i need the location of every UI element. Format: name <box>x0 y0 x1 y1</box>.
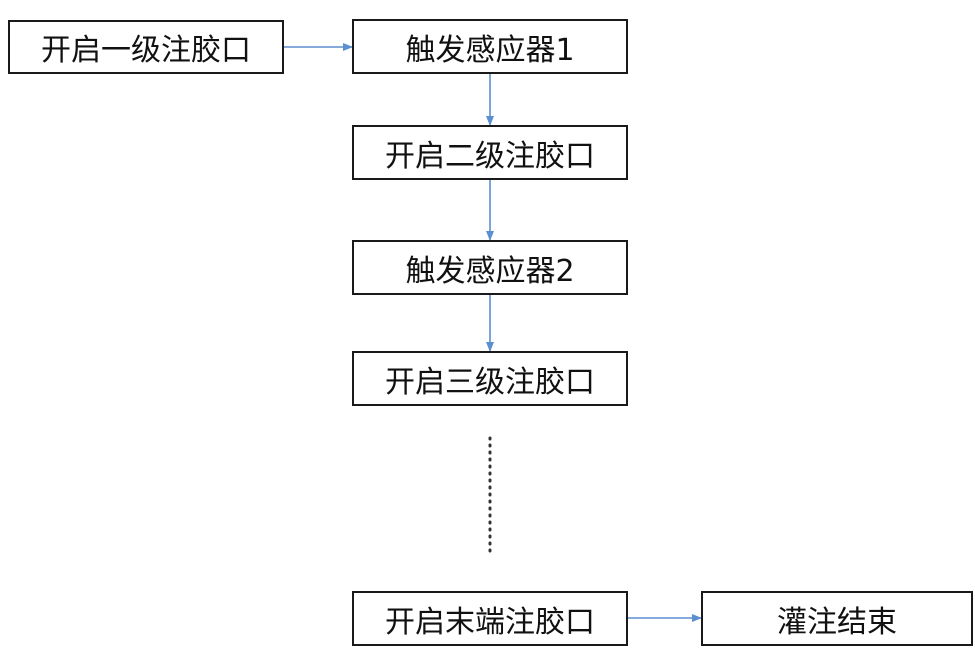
node-label: 开启一级注胶口 <box>41 33 251 68</box>
node-open-end-port: 开启末端注胶口 <box>352 591 628 646</box>
node-label: 开启三级注胶口 <box>385 364 595 400</box>
node-label: 触发感应器2 <box>405 253 575 289</box>
node-label: 触发感应器1 <box>405 32 575 68</box>
node-trigger-sensor-1: 触发感应器1 <box>352 19 628 74</box>
node-open-stage1-port: 开启一级注胶口 <box>8 20 284 74</box>
node-infusion-complete: 灌注结束 <box>701 591 973 646</box>
node-label: 开启二级注胶口 <box>385 138 595 174</box>
node-trigger-sensor-2: 触发感应器2 <box>352 240 628 295</box>
node-open-stage2-port: 开启二级注胶口 <box>352 125 628 180</box>
node-label: 开启末端注胶口 <box>385 604 595 640</box>
node-label: 灌注结束 <box>777 604 897 640</box>
node-open-stage3-port: 开启三级注胶口 <box>352 351 628 406</box>
